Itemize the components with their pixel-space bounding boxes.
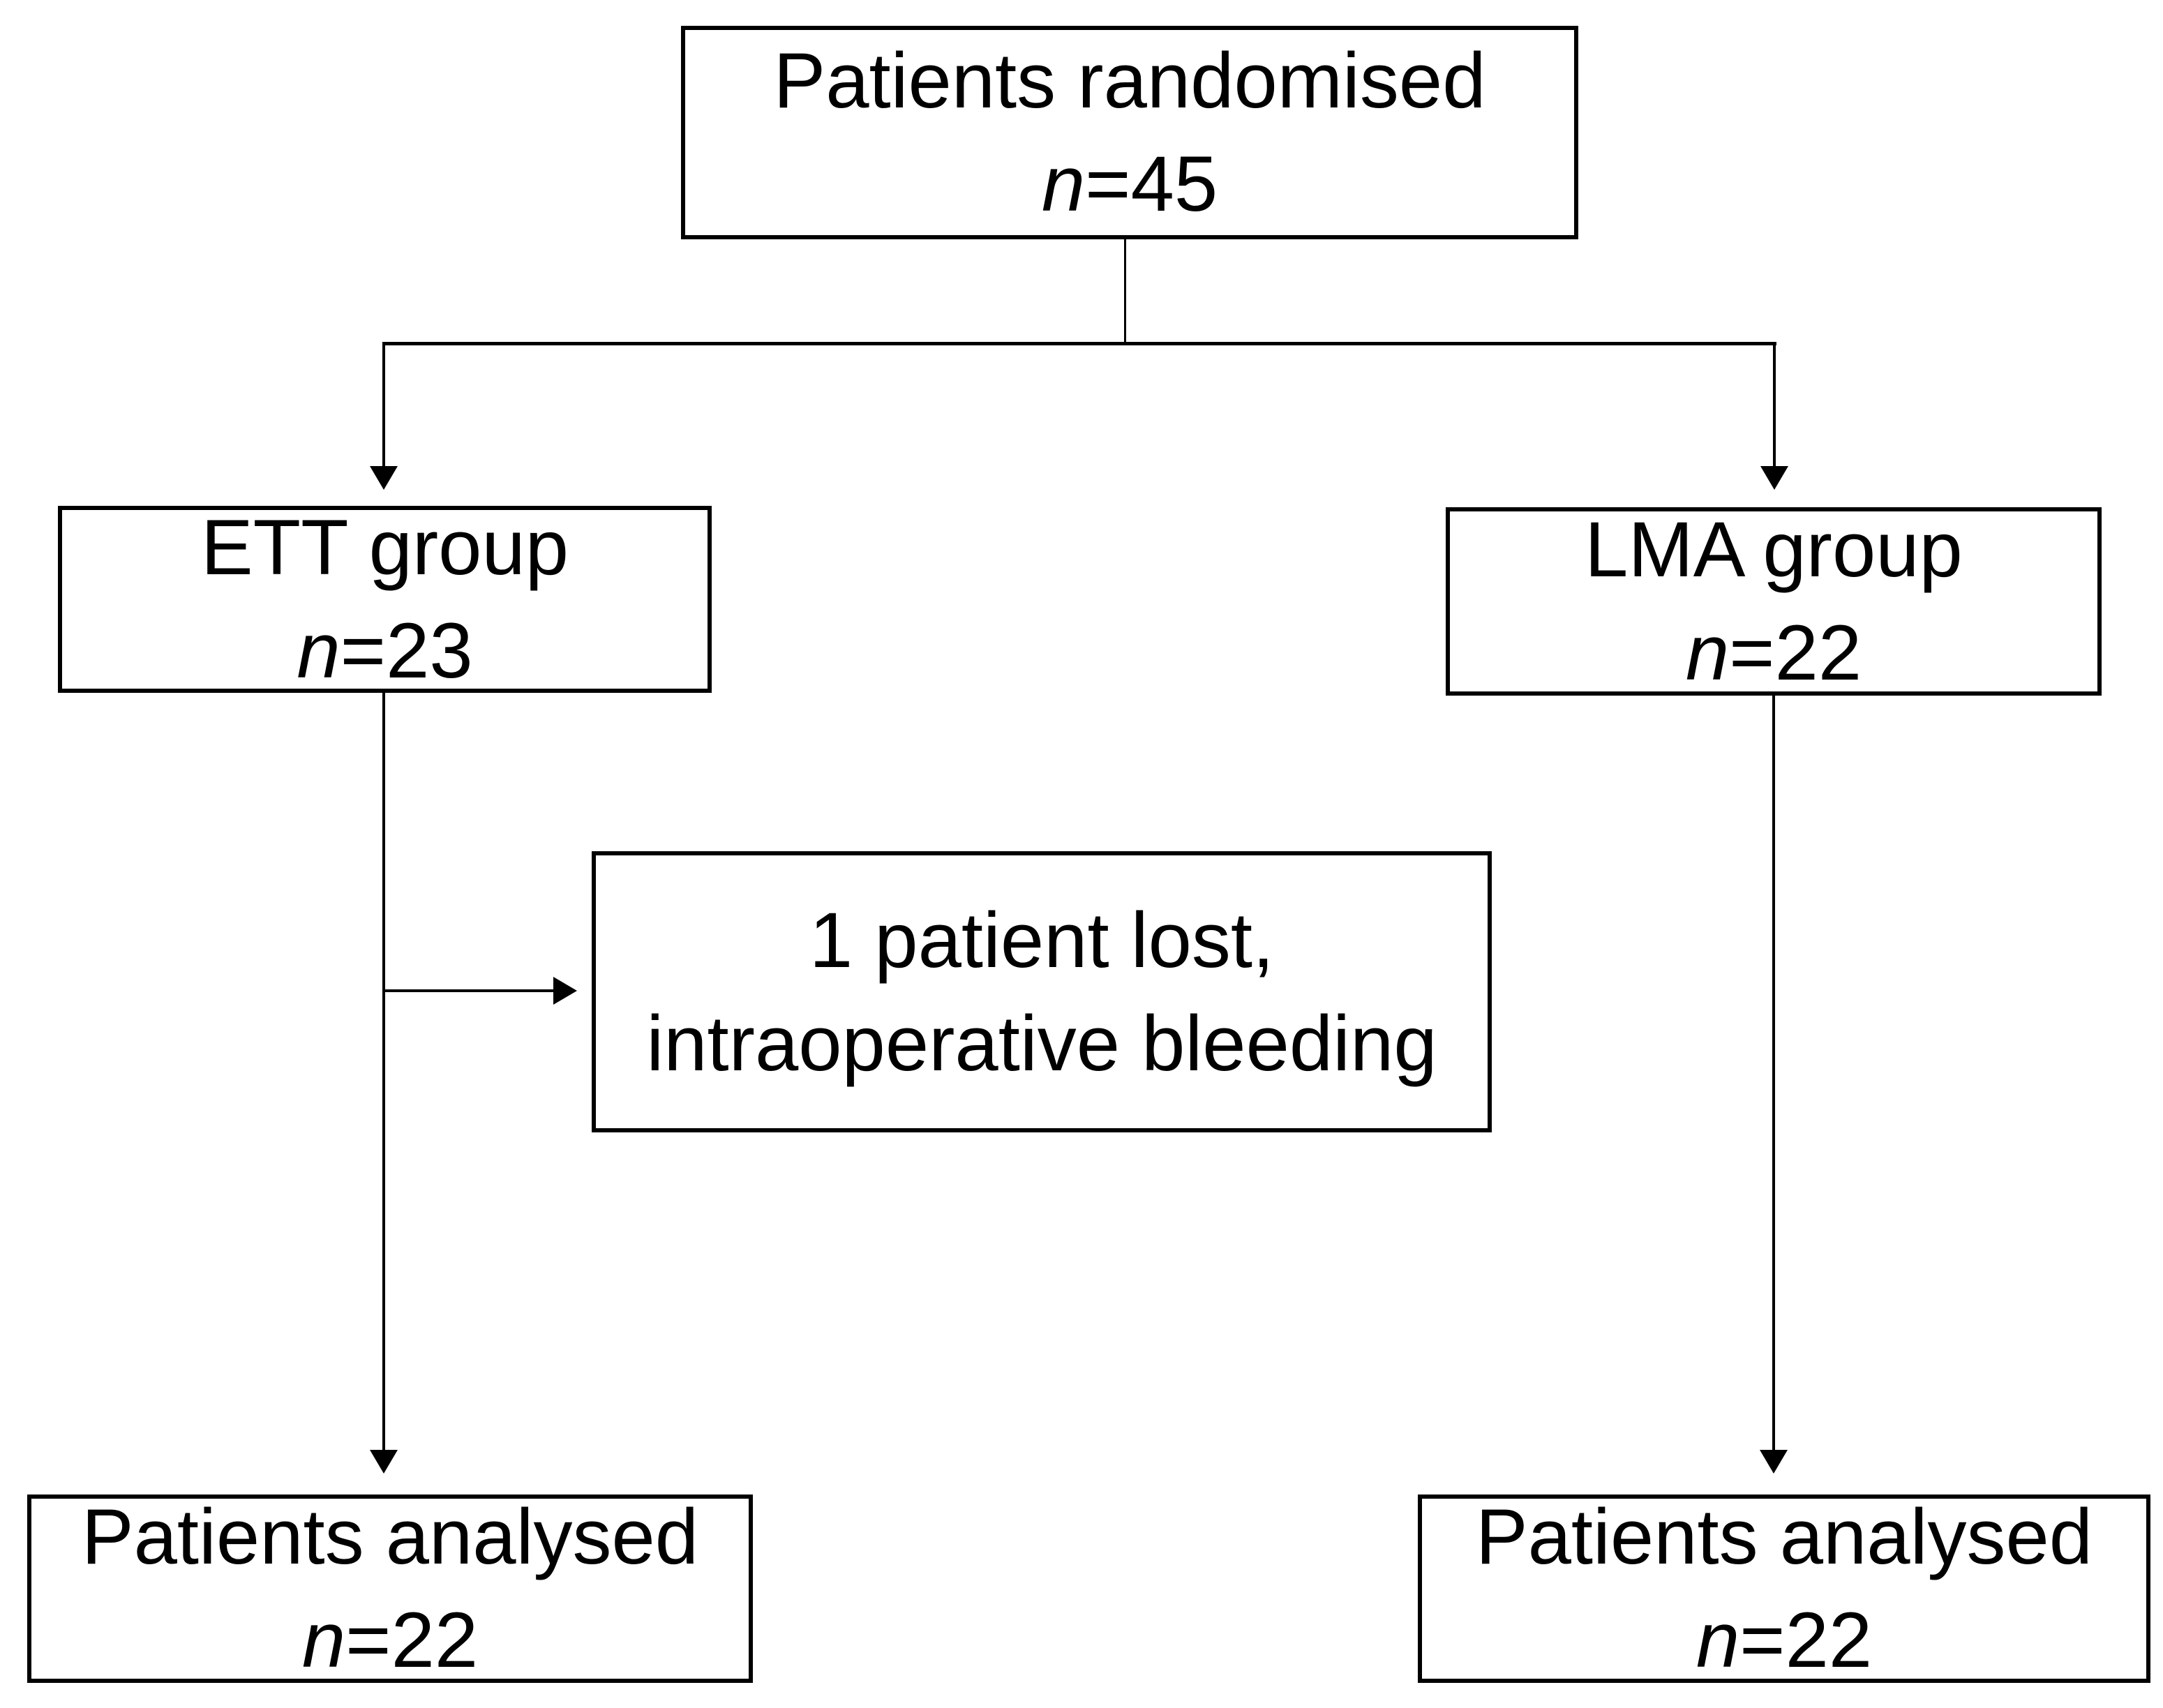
lma-group-box: LMA group n=22 [1446,506,2102,696]
n-symbol: n [1041,140,1086,227]
arrowhead-to-lma-icon [1760,466,1788,490]
connector-drop-to-lma [1773,342,1776,467]
arrowhead-to-lost-icon [553,977,577,1005]
randomised-count: n=45 [1042,133,1218,236]
ett-analysed-box: Patients analysed n=22 [27,1493,753,1684]
arrowhead-to-ett-icon [370,466,398,490]
n-symbol: n [1685,609,1730,696]
n-value: =23 [340,607,473,694]
randomised-box: Patients randomised n=45 [681,26,1578,239]
connector-lma-to-analysed [1772,696,1775,1451]
ett-analysed-count: n=22 [302,1589,478,1692]
ett-analysed-title: Patients analysed [81,1493,699,1581]
connector-stem-from-randomised [1124,239,1126,344]
ett-group-box: ETT group n=23 [58,504,712,694]
arrowhead-to-lma-analysed-icon [1760,1450,1788,1474]
arrowhead-to-ett-analysed-icon [370,1450,398,1474]
lost-to-followup-box: 1 patient lost, intraoperative bleeding [592,851,1492,1132]
n-value: =22 [345,1596,479,1684]
randomised-title: Patients randomised [773,37,1486,125]
n-value: =22 [1729,609,1862,696]
connector-drop-to-ett [382,342,385,467]
lma-group-title: LMA group [1585,506,1963,594]
lma-analysed-box: Patients analysed n=22 [1418,1493,2150,1684]
lost-line2: intraoperative bleeding [646,999,1437,1087]
lma-group-count: n=22 [1686,601,1862,705]
ett-group-title: ETT group [200,504,569,592]
ett-group-count: n=23 [297,599,472,703]
lma-analysed-title: Patients analysed [1475,1493,2093,1581]
connector-ett-to-analysed [382,693,385,1451]
lma-analysed-count: n=22 [1696,1589,1872,1692]
n-symbol: n [297,607,340,694]
n-value: =22 [1739,1596,1873,1684]
n-symbol: n [1696,1596,1740,1684]
n-symbol: n [301,1596,346,1684]
n-value: =45 [1085,140,1218,227]
lost-line1: 1 patient lost, [809,896,1275,984]
connector-ett-to-lost [382,989,554,992]
connector-branch-horizontal [382,342,1776,345]
